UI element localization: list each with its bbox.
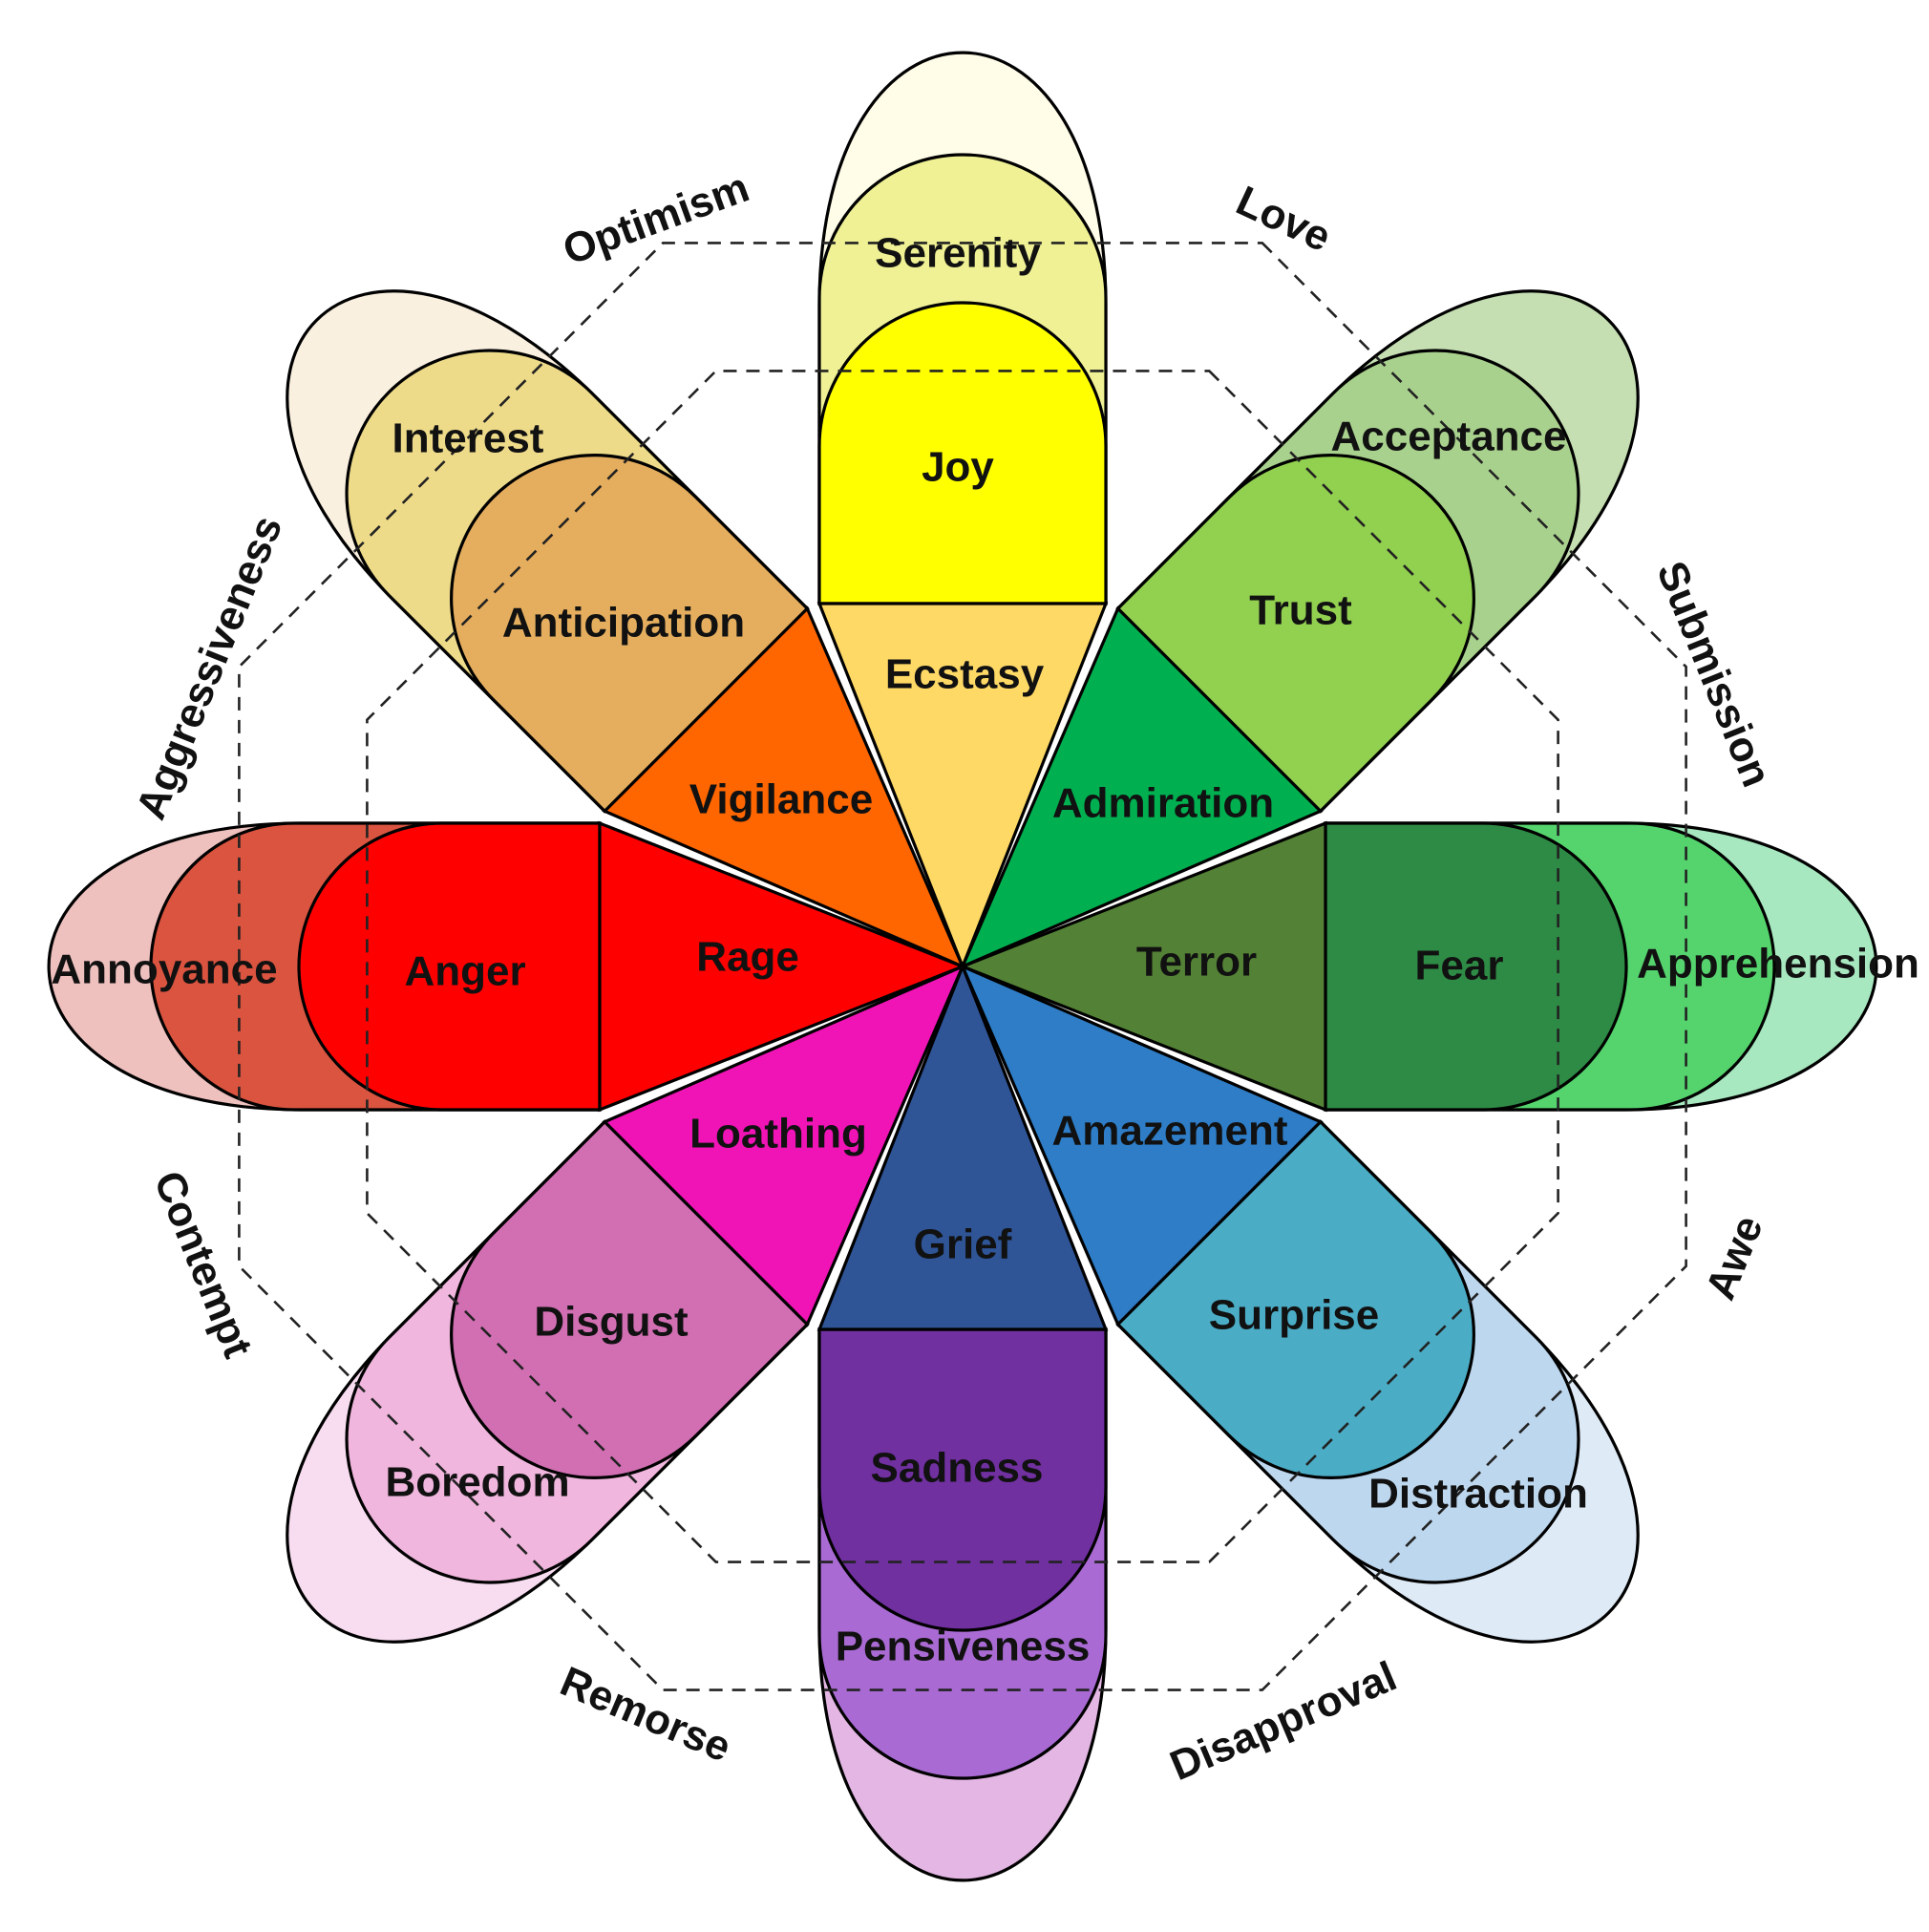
petal-surprise-inner [1115,1119,1475,1479]
label-serenity: Serenity [875,230,1041,277]
petal-disgust-inner [450,1119,810,1479]
dyad-dashed-octagons [238,242,1687,1691]
petal-sadness-inner [817,1327,1108,1632]
label-fear: Fear [1415,943,1504,989]
core-anticipation [602,605,966,970]
petal-anticipation [286,289,810,814]
label-anticipation: Anticipation [502,600,745,647]
core-surprise [959,963,1324,1327]
core-fear [958,820,1327,1113]
petal-trust-inner [1115,454,1475,814]
label-amazement: Amazement [1052,1108,1288,1155]
petal-joy [817,51,1108,605]
label-sadness: Sadness [871,1445,1044,1492]
petal-joy-inner [817,301,1108,605]
dyad-submission: Submission [1647,555,1780,794]
core-anticipation-triangle [602,605,966,970]
core-anger-triangle [598,820,967,1113]
dyad-disapproval: Disapproval [1163,1653,1403,1791]
core-trust [959,605,1324,970]
petal-anger-inner [297,821,602,1112]
core-joy-triangle [816,602,1109,971]
dyad-aggressiveness: Aggressiveness [127,509,291,825]
label-disgust: Disgust [534,1299,689,1346]
core-joy [816,602,1109,971]
petal-fear-inner [1324,821,1628,1112]
label-annoyance: Annoyance [51,946,277,993]
core-anger [598,820,967,1113]
core-triangles [598,602,1327,1331]
petal-trust [1115,289,1640,814]
dyad-contempt: Contempt [144,1165,261,1365]
core-fear-triangle [958,820,1327,1113]
dyad-remorse: Remorse [554,1658,737,1772]
label-rage: Rage [696,934,799,981]
label-acceptance: Acceptance [1330,414,1566,460]
label-trust: Trust [1249,587,1352,634]
label-loathing: Loathing [689,1111,867,1157]
dyad-optimism: Optimism [557,164,754,274]
label-joy: Joy [922,444,994,491]
petal-sadness [817,1327,1108,1882]
label-anger: Anger [404,948,525,995]
petal-surprise [1115,1119,1640,1644]
label-pensiveness: Pensiveness [836,1624,1091,1670]
dashed-octagon-outer [238,242,1687,1691]
label-surprise: Surprise [1209,1292,1380,1339]
label-grief: Grief [914,1221,1012,1268]
label-terror: Terror [1136,939,1257,986]
core-trust-triangle [959,605,1324,970]
label-ecstasy: Ecstasy [885,651,1045,698]
core-sadness [816,962,1109,1331]
core-disgust [602,963,966,1327]
petal-anger [47,821,602,1112]
label-vigilance: Vigilance [689,776,873,823]
dashed-octagon-inner [366,370,1559,1563]
core-surprise-triangle [959,963,1324,1327]
label-admiration: Admiration [1052,780,1274,827]
label-distraction: Distraction [1368,1471,1588,1518]
dyad-love: Love [1229,177,1338,261]
emotion-labels: Serenity Joy Ecstasy Acceptance Trust Ad… [51,230,1918,1670]
core-sadness-triangle [816,962,1109,1331]
petal-fear [1324,821,1878,1112]
label-apprehension: Apprehension [1637,941,1919,987]
petal-layer [47,51,1878,1882]
petal-anticipation-inner [450,454,810,814]
core-disgust-triangle [602,963,966,1327]
label-interest: Interest [392,415,544,462]
label-boredom: Boredom [385,1459,569,1506]
dyad-awe: Awe [1697,1209,1772,1306]
petal-disgust [286,1119,810,1644]
